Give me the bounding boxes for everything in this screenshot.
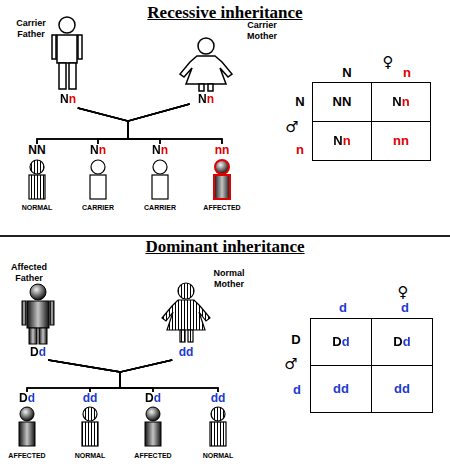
descent-line <box>90 360 172 392</box>
punnett-cell: Nn <box>371 82 431 122</box>
allele-label: d <box>339 301 347 315</box>
punnett-cell: dd <box>310 365 372 413</box>
allele-label: N <box>342 66 351 80</box>
section-divider <box>0 235 450 237</box>
phenotype-label: AFFECTED <box>134 451 171 460</box>
genotype: Dd <box>19 392 35 405</box>
allele-label: D <box>291 333 300 347</box>
mother-figure <box>162 283 210 342</box>
descent-line <box>37 104 190 144</box>
child-figure: ddNORMAL <box>66 392 114 462</box>
descent-line <box>128 104 222 144</box>
child-figure: ddNORMAL <box>194 392 242 462</box>
punnett-cell: nn <box>371 121 431 161</box>
genotype: Dd <box>393 335 410 349</box>
parent-figure: Normal Mother dd <box>160 264 254 360</box>
genotype: NN <box>28 144 45 157</box>
genotype: Dd <box>145 392 161 405</box>
child-figure: DdAFFECTED <box>3 392 51 462</box>
allele-label: d <box>401 301 409 315</box>
genotype: Nn <box>90 144 106 157</box>
genotype: dd <box>211 392 226 405</box>
descent-line <box>27 360 120 392</box>
genotype: Nn <box>60 93 76 106</box>
sex-symbol: ♂ <box>284 356 297 372</box>
descent-line <box>78 108 160 144</box>
genotype: Nn <box>333 134 350 148</box>
section-title: Recessive inheritance <box>147 3 302 23</box>
genotype: dd <box>83 392 98 405</box>
parent-figure: Carrier MotherNn <box>178 18 284 104</box>
child-normal-figure <box>210 407 226 446</box>
phenotype-label: AFFECTED <box>8 451 45 460</box>
phenotype-label: AFFECTED <box>203 203 240 212</box>
phenotype-label: CARRIER <box>82 203 114 212</box>
parent-label: Affected Father <box>6 262 52 284</box>
allele-label: n <box>403 66 411 80</box>
child-normal-figure <box>29 160 45 199</box>
allele-label: d <box>293 383 301 397</box>
child-figure: NnCARRIER <box>136 144 184 214</box>
child-carrier-figure <box>90 160 106 199</box>
child-affected-figure <box>214 160 230 199</box>
parent-label: Carrier Mother <box>240 20 284 42</box>
descent-line <box>78 108 128 144</box>
descent-line <box>27 360 172 392</box>
child-affected-figure <box>19 407 35 446</box>
child-figure: DdAFFECTED <box>129 392 177 462</box>
parent-figure: Affected FatherDd <box>4 262 74 360</box>
punnett-cell: NN <box>312 82 372 122</box>
genotype: dd <box>333 382 349 396</box>
allele-label: n <box>296 143 304 157</box>
descent-line <box>78 108 222 144</box>
descent-line <box>48 360 153 392</box>
genotype: Dd <box>332 335 349 349</box>
phenotype-label: CARRIER <box>144 203 176 212</box>
parent-figure: Carrier FatherNn <box>6 14 84 108</box>
punnett-cell: Nn <box>312 121 372 161</box>
genotype: dd <box>394 382 410 396</box>
father-figure <box>22 284 54 344</box>
sex-symbol: ♂ <box>285 119 298 135</box>
descent-line <box>128 104 190 144</box>
section-title: Dominant inheritance <box>145 237 304 257</box>
parent-label: Normal Mother <box>206 268 252 290</box>
child-figure: nnAFFECTED <box>198 144 246 214</box>
descent-line <box>120 360 218 392</box>
father-figure <box>52 17 82 89</box>
genotype: nn <box>393 134 409 148</box>
phenotype-label: NORMAL <box>22 203 53 212</box>
phenotype-label: NORMAL <box>75 451 106 460</box>
child-figure: NnCARRIER <box>74 144 122 214</box>
sex-symbol: ♀ <box>383 54 394 70</box>
genotype: Nn <box>392 95 409 109</box>
descent-line <box>98 104 190 144</box>
child-normal-figure <box>82 407 98 446</box>
descent-line <box>120 360 172 392</box>
mother-figure <box>180 38 232 91</box>
genotype: Nn <box>198 93 214 106</box>
punnett-cell: Dd <box>371 318 433 366</box>
genotype: nn <box>215 144 230 157</box>
sex-symbol: ♀ <box>398 284 409 300</box>
phenotype-label: NORMAL <box>203 451 234 460</box>
genotype: NN <box>333 95 352 109</box>
descent-line <box>48 360 218 392</box>
punnett-cell: dd <box>371 365 433 413</box>
parent-label: Carrier Father <box>8 18 54 40</box>
child-affected-figure <box>145 407 161 446</box>
punnett-cell: Dd <box>310 318 372 366</box>
genotype: Nn <box>152 144 168 157</box>
genotype: Dd <box>30 346 46 359</box>
allele-label: N <box>295 95 304 109</box>
child-figure: NN NORMAL <box>13 144 61 214</box>
descent-line <box>48 360 120 392</box>
genotype: dd <box>179 346 194 359</box>
child-carrier-figure <box>152 160 168 199</box>
descent-line <box>37 108 128 144</box>
